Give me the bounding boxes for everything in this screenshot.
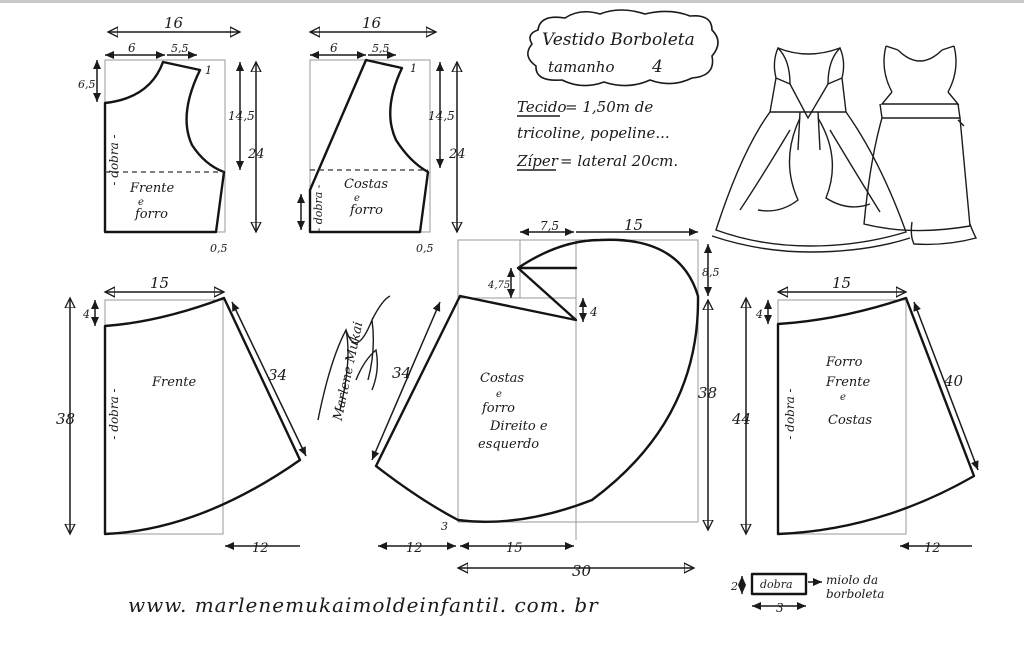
skirt-lining-label1: Forro	[825, 355, 863, 370]
bodice-back-waist-offset: 0,5	[416, 242, 434, 255]
skirt-front-side: 34	[268, 366, 287, 384]
skirt-back-top-w1: 7,5	[540, 219, 559, 233]
bodice-front-fold: - dobra -	[107, 134, 121, 185]
bodice-back-piece: 16 6 5,5 1 14,5 24 0,5 - dobra - Costas …	[297, 14, 466, 255]
bodice-front-height: 24	[247, 147, 265, 162]
bodice-back-armhole: 14,5	[428, 109, 455, 123]
skirt-back-drop2: 4	[589, 305, 598, 319]
title-line2: tamanho	[548, 58, 615, 76]
skirt-lining-piece: 15 4 44 40 12 - dobra - Forro Frente e C…	[731, 274, 979, 556]
skirt-back-label2: e	[496, 389, 502, 400]
bodice-front-label-lining: forro	[134, 207, 168, 222]
skirt-back-bottom-left: 12	[406, 541, 423, 556]
butterfly-width: 3	[776, 601, 784, 615]
skirt-lining-fold: - dobra -	[783, 388, 797, 439]
top-border	[0, 0, 1024, 3]
bodice-back-fold: - dobra -	[312, 184, 325, 231]
bodice-back-label: Costas	[344, 177, 388, 192]
skirt-front-hem-ext: 12	[252, 541, 269, 556]
skirt-back-height: 38	[698, 384, 717, 402]
skirt-back-label4: Direito e	[489, 419, 548, 434]
skirt-front-piece: 15 4 38 34 12 - dobra - Frente	[56, 274, 307, 556]
butterfly-height: 2	[730, 580, 738, 593]
bodice-back-shoulder-drop: 1	[410, 62, 417, 75]
skirt-back-label1: Costas	[480, 371, 524, 386]
skirt-back-drop1: 4,75	[487, 280, 510, 291]
butterfly-center-piece: dobra 2 3 miolo da borboleta	[730, 572, 884, 615]
skirt-lining-label4: Costas	[828, 413, 872, 428]
title-cloud: Vestido Borboleta tamanho 4	[527, 9, 719, 87]
zipper-label: Zíper	[516, 152, 559, 170]
skirt-front-fold: - dobra -	[107, 388, 121, 439]
bodice-back-shoulder: 5,5	[372, 42, 390, 55]
bodice-back-label-lining: forro	[349, 203, 383, 218]
butterfly-note1: miolo da	[826, 573, 878, 587]
bodice-front-neck-width: 6	[128, 41, 136, 55]
butterfly-fold-label: dobra	[760, 578, 793, 591]
title-line1: Vestido Borboleta	[542, 30, 695, 50]
dress-back-illustration	[711, 46, 911, 253]
zipper-value: = lateral 20cm.	[560, 152, 678, 170]
bodice-front-label-and: e	[138, 197, 144, 208]
skirt-back-side-left: 34	[392, 364, 411, 382]
bodice-back-neck-width: 6	[330, 41, 338, 55]
bodice-front-piece: 16 6 5,5 1 6,5 14,5 24 0,5 - dobra - Fre…	[78, 14, 265, 255]
skirt-back-label3: forro	[481, 401, 515, 416]
skirt-back-label5: esquerdo	[478, 437, 539, 452]
signature-text: Marlene Mukai	[331, 320, 367, 423]
bodice-back-width: 16	[362, 14, 382, 32]
skirt-back-right-top: 8,5	[702, 266, 720, 279]
bodice-front-shoulder: 5,5	[171, 42, 189, 55]
skirt-front-height: 38	[56, 410, 75, 428]
butterfly-note2: borboleta	[826, 587, 884, 601]
skirt-back-bottom-mid: 15	[506, 541, 523, 556]
fabric-types: tricoline, popeline...	[517, 124, 670, 142]
bodice-back-height: 24	[448, 147, 466, 162]
skirt-lining-hem-ext: 12	[924, 541, 941, 556]
signature: Marlene Mukai	[317, 295, 391, 423]
skirt-lining-height: 44	[731, 410, 751, 428]
skirt-back-total-width: 30	[572, 562, 592, 580]
fabric-label: Tecido	[517, 98, 567, 116]
skirt-front-width: 15	[150, 274, 169, 292]
dress-front-illustration	[863, 45, 978, 246]
title-size: 4	[651, 57, 663, 77]
skirt-lining-width: 15	[832, 274, 851, 292]
skirt-lining-side: 40	[943, 372, 964, 390]
bodice-front-neck-depth: 6,5	[78, 78, 96, 91]
skirt-front-top-drop: 4	[82, 308, 90, 321]
website-url: www. marlenemukaimoldeinfantil. com. br	[128, 593, 599, 617]
skirt-front-label: Frente	[151, 375, 197, 390]
bodice-front-width: 16	[164, 14, 184, 32]
skirt-lining-top-drop: 4	[755, 308, 763, 321]
bodice-front-armhole: 14,5	[228, 109, 255, 123]
skirt-back-piece: 7,5 15 4,75 4 8,5 34 38 3 12 15 30 Costa…	[371, 216, 720, 580]
skirt-back-corner: 3	[441, 520, 448, 533]
skirt-lining-label2: Frente	[825, 375, 871, 390]
bodice-front-waist-offset: 0,5	[210, 242, 228, 255]
fabric-notes: Tecido = 1,50m de tricoline, popeline...…	[516, 98, 678, 171]
bodice-front-label: Frente	[129, 181, 175, 196]
bodice-front-shoulder-drop: 1	[205, 64, 212, 77]
skirt-back-top-w2: 15	[624, 216, 643, 234]
skirt-lining-label3: e	[840, 392, 846, 403]
bodice-back-label-and: e	[354, 193, 360, 204]
fabric-value: = 1,50m de	[565, 98, 653, 116]
